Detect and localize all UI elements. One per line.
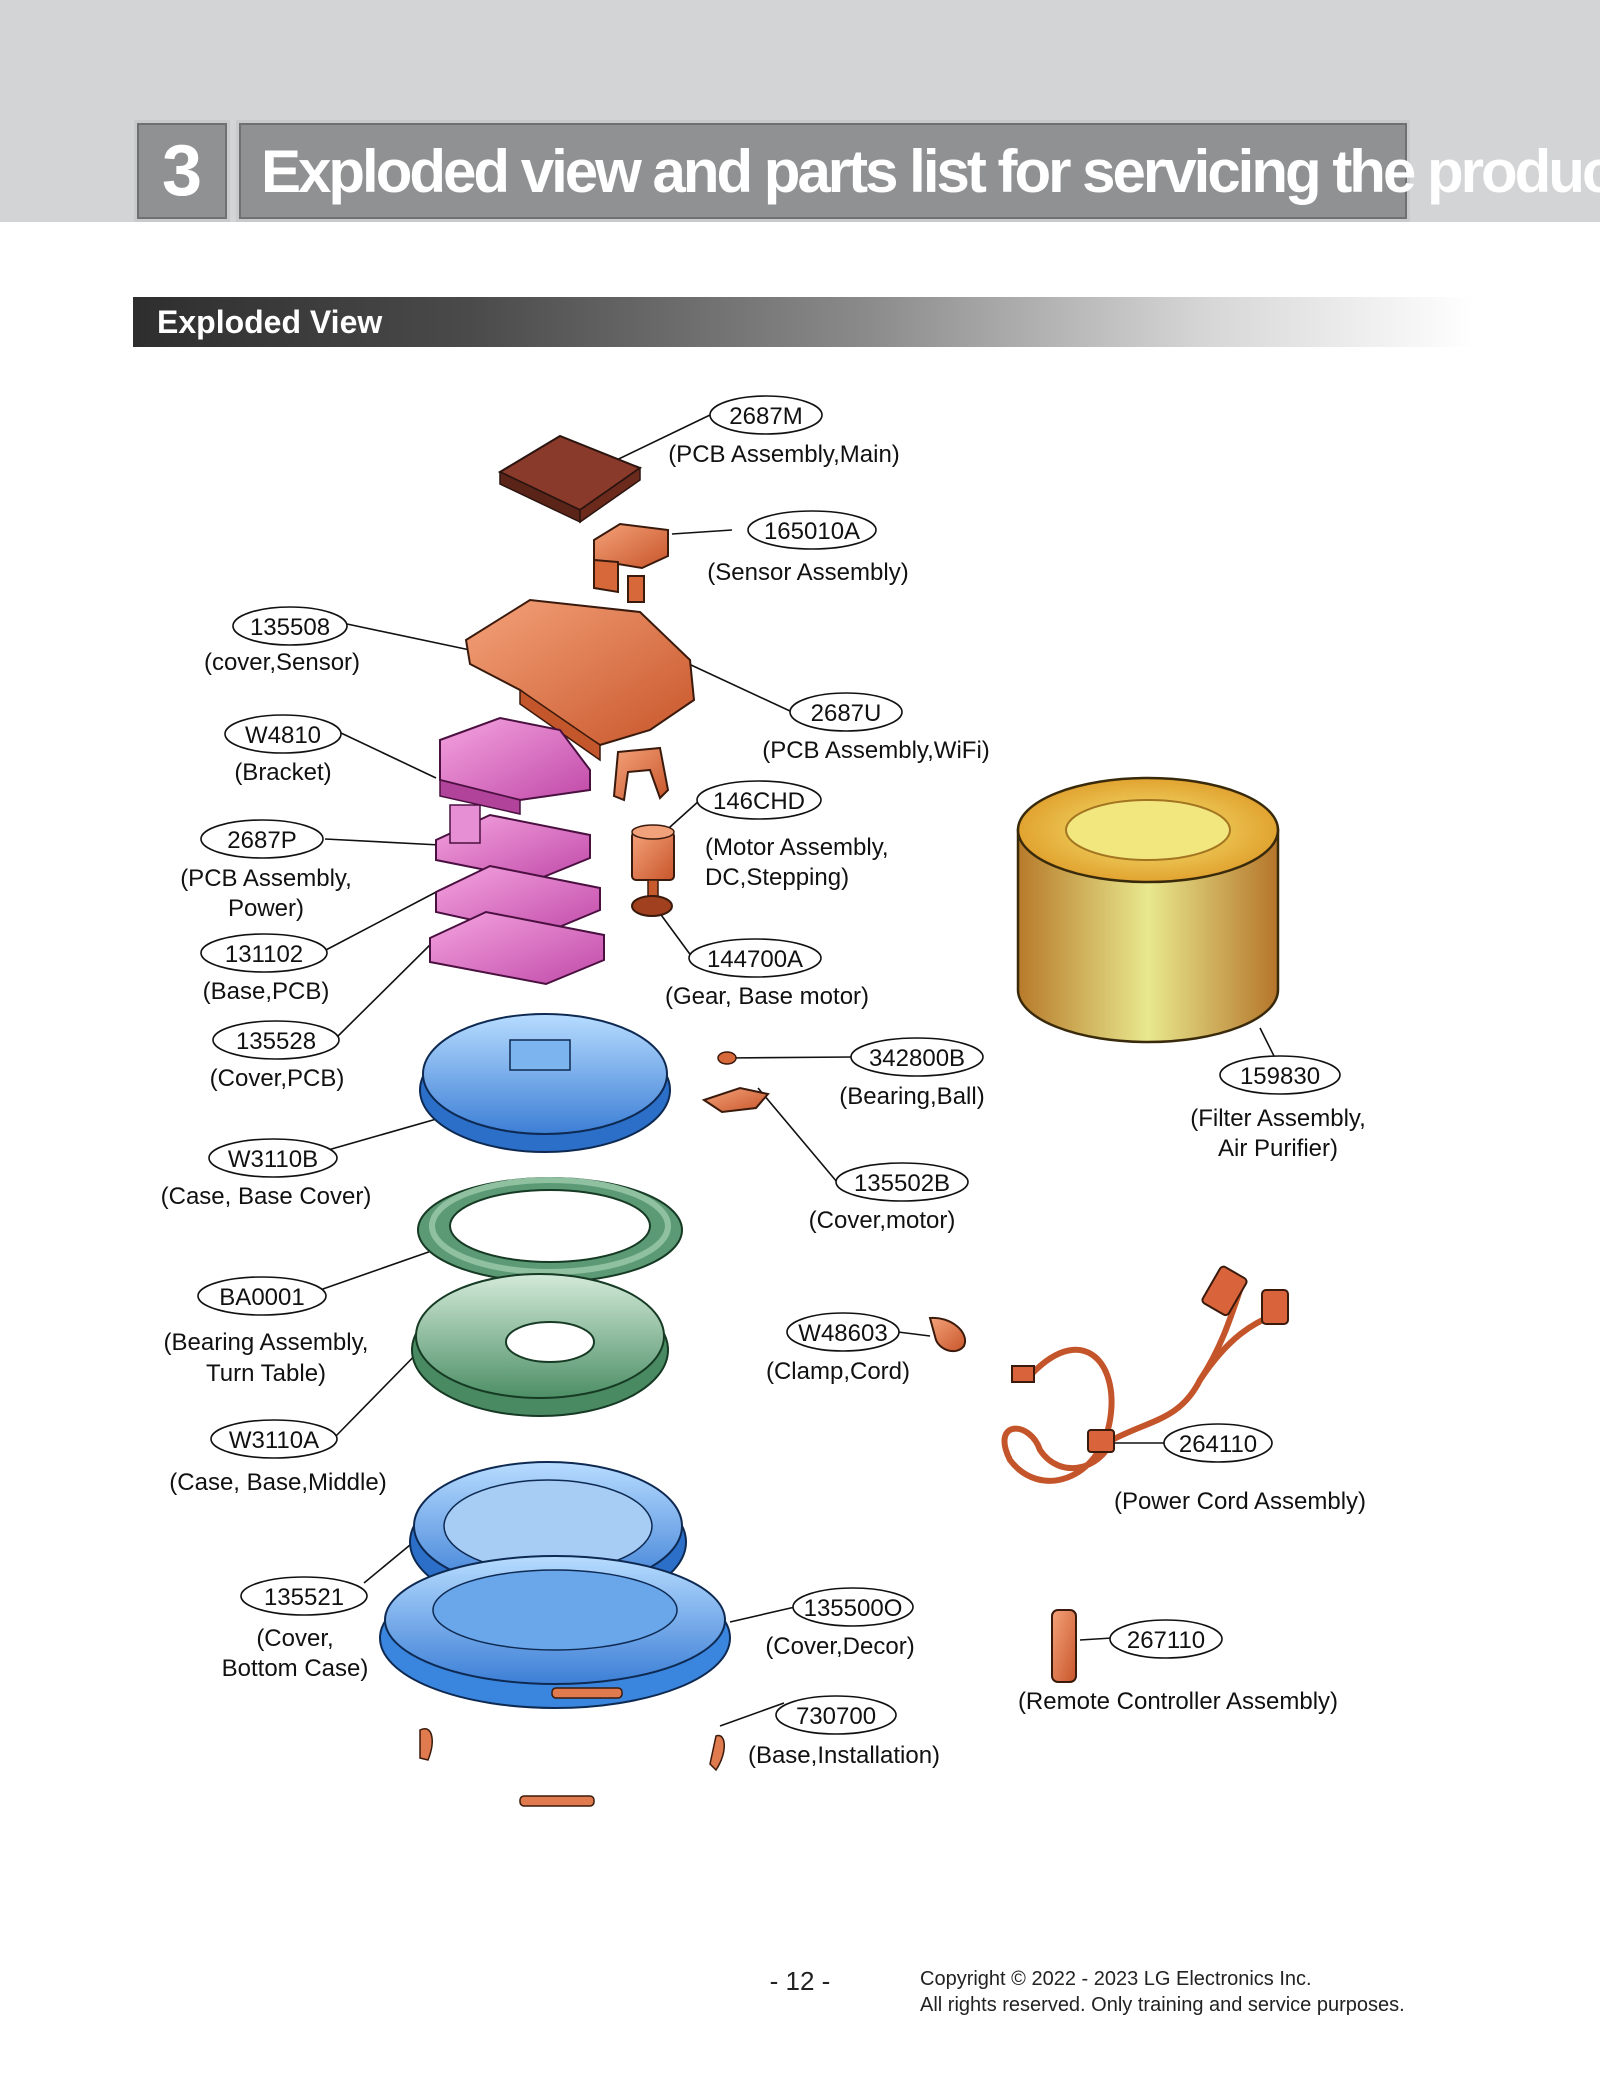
code-W3110B: W3110B bbox=[228, 1146, 318, 1173]
name-135502B: (Cover,motor) bbox=[809, 1207, 956, 1234]
code-2687P: 2687P bbox=[227, 827, 296, 854]
code-2687M: 2687M bbox=[729, 403, 802, 430]
code-267110: 267110 bbox=[1127, 1627, 1205, 1654]
code-264110: 264110 bbox=[1179, 1431, 1257, 1458]
code-W3110A: W3110A bbox=[229, 1427, 319, 1454]
code-730700: 730700 bbox=[796, 1703, 876, 1730]
name-2687P-line1: (PCB Assembly, bbox=[180, 865, 352, 892]
base-installation-part bbox=[419, 1687, 725, 1807]
bearing-turn-table-part bbox=[417, 1177, 683, 1283]
name-135508: (cover,Sensor) bbox=[204, 649, 360, 676]
chapter-number: 3 bbox=[161, 131, 203, 211]
code-BA0001: BA0001 bbox=[219, 1284, 304, 1311]
section-bar: Exploded View bbox=[133, 297, 1473, 347]
section-title: Exploded View bbox=[157, 303, 383, 340]
copyright-line1: Copyright © 2022 - 2023 LG Electronics I… bbox=[920, 1968, 1312, 1990]
chapter-number-box: 3 bbox=[134, 120, 230, 222]
name-146CHD-line2: DC,Stepping) bbox=[705, 864, 849, 891]
cover-pcb-part bbox=[429, 910, 605, 986]
code-342800B: 342800B bbox=[869, 1045, 965, 1072]
code-135508: 135508 bbox=[250, 614, 330, 641]
clamp-cord-part bbox=[928, 1316, 967, 1353]
code-131102: 131102 bbox=[225, 941, 303, 968]
filter-assembly-part bbox=[1016, 776, 1280, 1044]
sensor-assembly-part bbox=[593, 522, 669, 603]
copyright-line2: All rights reserved. Only training and s… bbox=[920, 1994, 1405, 2016]
code-135500O: 135500O bbox=[804, 1595, 903, 1622]
motor-assembly-part bbox=[631, 824, 675, 897]
name-135521-line2: Bottom Case) bbox=[222, 1655, 369, 1682]
copyright: Copyright © 2022 - 2023 LG Electronics I… bbox=[920, 1966, 1405, 2018]
name-730700: (Base,Installation) bbox=[748, 1742, 940, 1769]
code-ovals bbox=[197, 395, 1341, 1735]
code-165010A: 165010A bbox=[764, 518, 860, 545]
name-BA0001-line2: Turn Table) bbox=[206, 1360, 326, 1387]
name-146CHD-line1: (Motor Assembly, bbox=[705, 834, 889, 861]
remote-controller-part bbox=[1051, 1609, 1077, 1683]
name-W4810: (Bracket) bbox=[234, 759, 331, 786]
page-number: - 12 - bbox=[769, 1966, 831, 1996]
code-W4810: W4810 bbox=[245, 722, 321, 749]
name-2687M: (PCB Assembly,Main) bbox=[668, 441, 900, 468]
cover-decor-part bbox=[379, 1555, 731, 1709]
code-146CHD: 146CHD bbox=[713, 788, 805, 815]
chapter-title: Exploded view and parts list for servici… bbox=[261, 137, 1600, 205]
name-144700A: (Gear, Base motor) bbox=[665, 983, 869, 1010]
code-W48603: W48603 bbox=[798, 1320, 887, 1347]
name-BA0001-line1: (Bearing Assembly, bbox=[164, 1329, 369, 1356]
code-2687U: 2687U bbox=[811, 700, 882, 727]
bearing-ball-part bbox=[717, 1051, 737, 1065]
code-135521: 135521 bbox=[264, 1584, 344, 1611]
name-135500O: (Cover,Decor) bbox=[765, 1633, 914, 1660]
cover-sensor-part bbox=[464, 598, 696, 762]
name-2687U: (PCB Assembly,WiFi) bbox=[762, 737, 990, 764]
name-159830-line2: Air Purifier) bbox=[1218, 1135, 1338, 1162]
name-135528: (Cover,PCB) bbox=[210, 1065, 345, 1092]
name-165010A: (Sensor Assembly) bbox=[707, 559, 908, 586]
name-342800B: (Bearing,Ball) bbox=[839, 1083, 984, 1110]
pcb-power-part bbox=[435, 804, 591, 882]
gear-part bbox=[631, 895, 673, 917]
name-264110: (Power Cord Assembly) bbox=[1114, 1488, 1366, 1515]
power-plug-part bbox=[1011, 1265, 1289, 1453]
code-144700A: 144700A bbox=[707, 946, 803, 973]
pcb-main-part bbox=[497, 434, 643, 524]
name-W3110A: (Case, Base,Middle) bbox=[169, 1469, 386, 1496]
code-135528: 135528 bbox=[236, 1028, 316, 1055]
name-2687P-line2: Power) bbox=[228, 895, 304, 922]
bracket-part bbox=[439, 716, 591, 815]
code-135502B: 135502B bbox=[854, 1170, 950, 1197]
name-131102: (Base,PCB) bbox=[203, 978, 330, 1005]
name-W48603: (Clamp,Cord) bbox=[766, 1358, 910, 1385]
chapter-title-box: Exploded view and parts list for servici… bbox=[236, 120, 1600, 222]
name-159830-line1: (Filter Assembly, bbox=[1190, 1105, 1366, 1132]
name-135521-line1: (Cover, bbox=[256, 1625, 333, 1652]
case-base-middle-part bbox=[411, 1273, 669, 1417]
cover-motor-part bbox=[701, 1086, 770, 1114]
case-base-cover-part bbox=[419, 1013, 671, 1153]
code-159830: 159830 bbox=[1240, 1063, 1320, 1090]
name-W3110B: (Case, Base Cover) bbox=[161, 1183, 372, 1210]
name-267110: (Remote Controller Assembly) bbox=[1018, 1688, 1338, 1715]
motor-bracket-part bbox=[612, 746, 670, 802]
